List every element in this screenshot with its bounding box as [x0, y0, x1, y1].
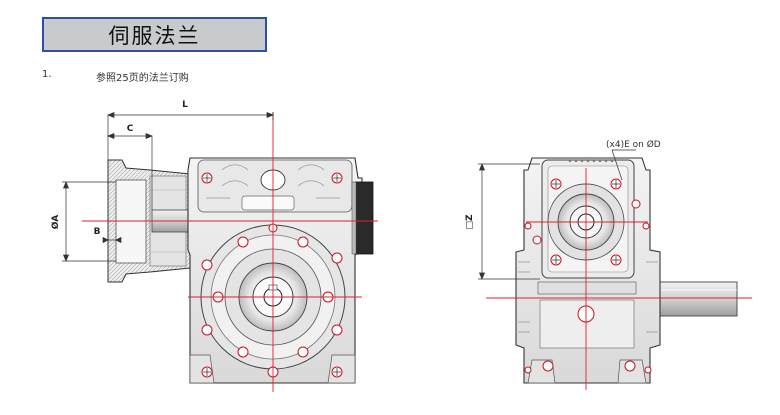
dimension-label-C: C [127, 124, 134, 134]
left-centerlines [82, 112, 378, 392]
dimension-label-L: L [182, 100, 188, 110]
right-dimensions [478, 149, 636, 280]
page-title: 伺服法兰 [42, 17, 267, 52]
dimension-label-Z: □Z [465, 214, 475, 230]
dimension-label-A: ØA [50, 215, 61, 229]
hole-callout-label: (x4)E on ØD [606, 139, 661, 150]
left-view: L C ØA B [50, 100, 378, 392]
dimension-label-B: B [94, 227, 101, 237]
page-title-text: 伺服法兰 [108, 23, 201, 48]
instruction-text: 参照25页的法兰订购 [96, 73, 189, 84]
gearbox-body [187, 157, 374, 384]
instruction-number: 1. [42, 69, 52, 80]
right-view: □Z (x4)E on ØD [465, 139, 752, 390]
left-dimensions [62, 111, 274, 262]
right-centerlines [486, 168, 752, 390]
output-shaft [654, 281, 738, 317]
